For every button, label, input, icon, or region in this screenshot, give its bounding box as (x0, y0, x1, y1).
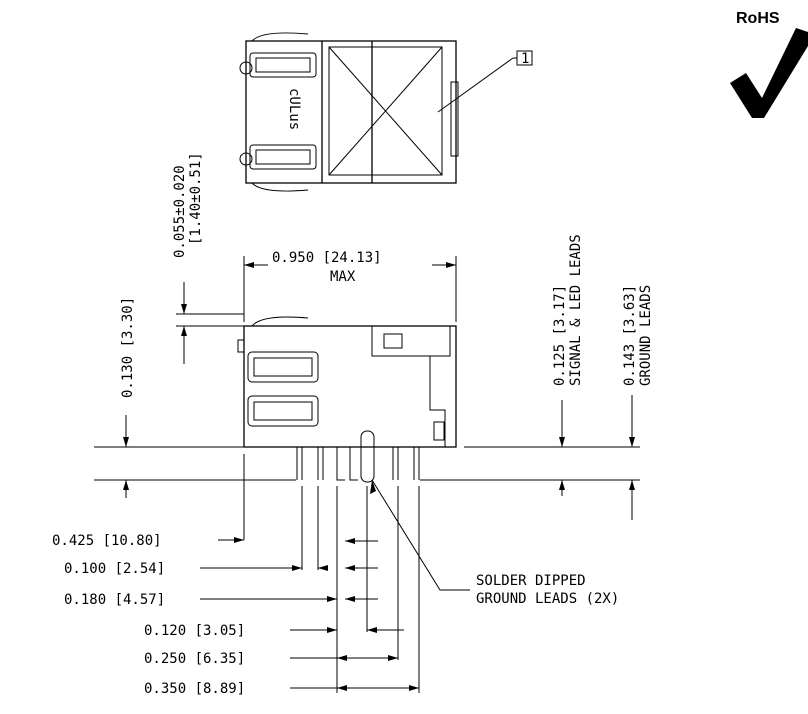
dim-0180: 0.180 [4.57] (64, 592, 165, 608)
dimension-lines (94, 256, 640, 693)
callout-box (516, 50, 533, 66)
solder-note-line1: SOLDER DIPPED (476, 573, 586, 589)
tab-thickness-inch: 0.055±0.020 (172, 165, 188, 258)
signal-leads-dimension: 0.125 [3.17] (552, 285, 568, 386)
tab-thickness-mm: [1.40±0.51] (188, 152, 204, 245)
top-offset-dimension: 0.130 [3.30] (120, 297, 136, 398)
dim-0350: 0.350 [8.89] (144, 681, 245, 697)
width-max: MAX (330, 269, 356, 285)
solder-note-line2: GROUND LEADS (2X) (476, 591, 619, 607)
callout-number: 1 (521, 51, 529, 67)
dim-0100: 0.100 [2.54] (64, 561, 165, 577)
checkmark-icon (730, 28, 808, 118)
dimension-labels: 0.055±0.020 [1.40±0.51] 0.950 [24.13] MA… (52, 152, 654, 697)
ul-mark: cULus (286, 88, 302, 130)
front-view (237, 316, 457, 483)
dim-0250: 0.250 [6.35] (144, 651, 245, 667)
ground-leads-label: GROUND LEADS (638, 285, 654, 386)
top-view: cULus 1 (239, 32, 533, 192)
signal-leads-label: SIGNAL & LED LEADS (568, 234, 584, 386)
width-dimension: 0.950 [24.13] (272, 250, 382, 266)
dim-0425: 0.425 [10.80] (52, 533, 162, 549)
ground-leads-dimension: 0.143 [3.63] (622, 285, 638, 386)
rohs-label: RoHS (736, 10, 780, 27)
dim-0120: 0.120 [3.05] (144, 623, 245, 639)
